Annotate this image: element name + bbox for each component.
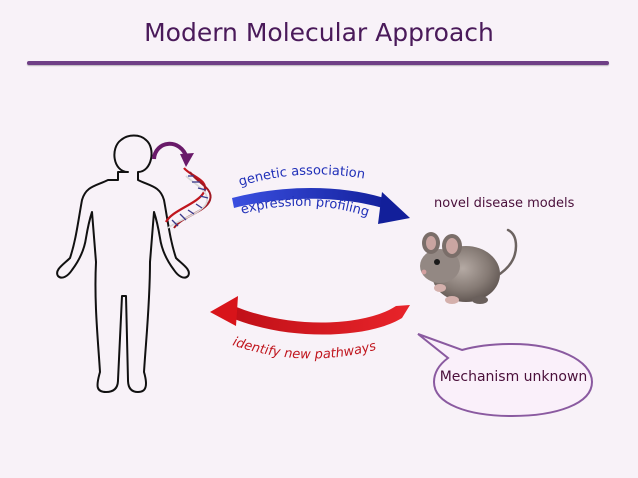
mouse-icon bbox=[420, 228, 518, 304]
small-curved-arrow bbox=[152, 141, 194, 167]
slide-title: Modern Molecular Approach bbox=[144, 18, 494, 47]
novel-disease-models-label: novel disease models bbox=[434, 196, 575, 211]
dna-helix-icon bbox=[165, 167, 212, 229]
forward-arrow bbox=[232, 188, 410, 224]
mechanism-unknown-label: Mechanism unknown bbox=[439, 369, 588, 385]
callout-bubble bbox=[417, 333, 594, 418]
identify-new-pathways-label: identify new pathways bbox=[231, 335, 378, 363]
return-arrow bbox=[210, 296, 410, 335]
human-figure-icon bbox=[56, 134, 190, 393]
title-divider bbox=[27, 61, 609, 65]
genetic-association-label: genetic association bbox=[237, 163, 366, 189]
